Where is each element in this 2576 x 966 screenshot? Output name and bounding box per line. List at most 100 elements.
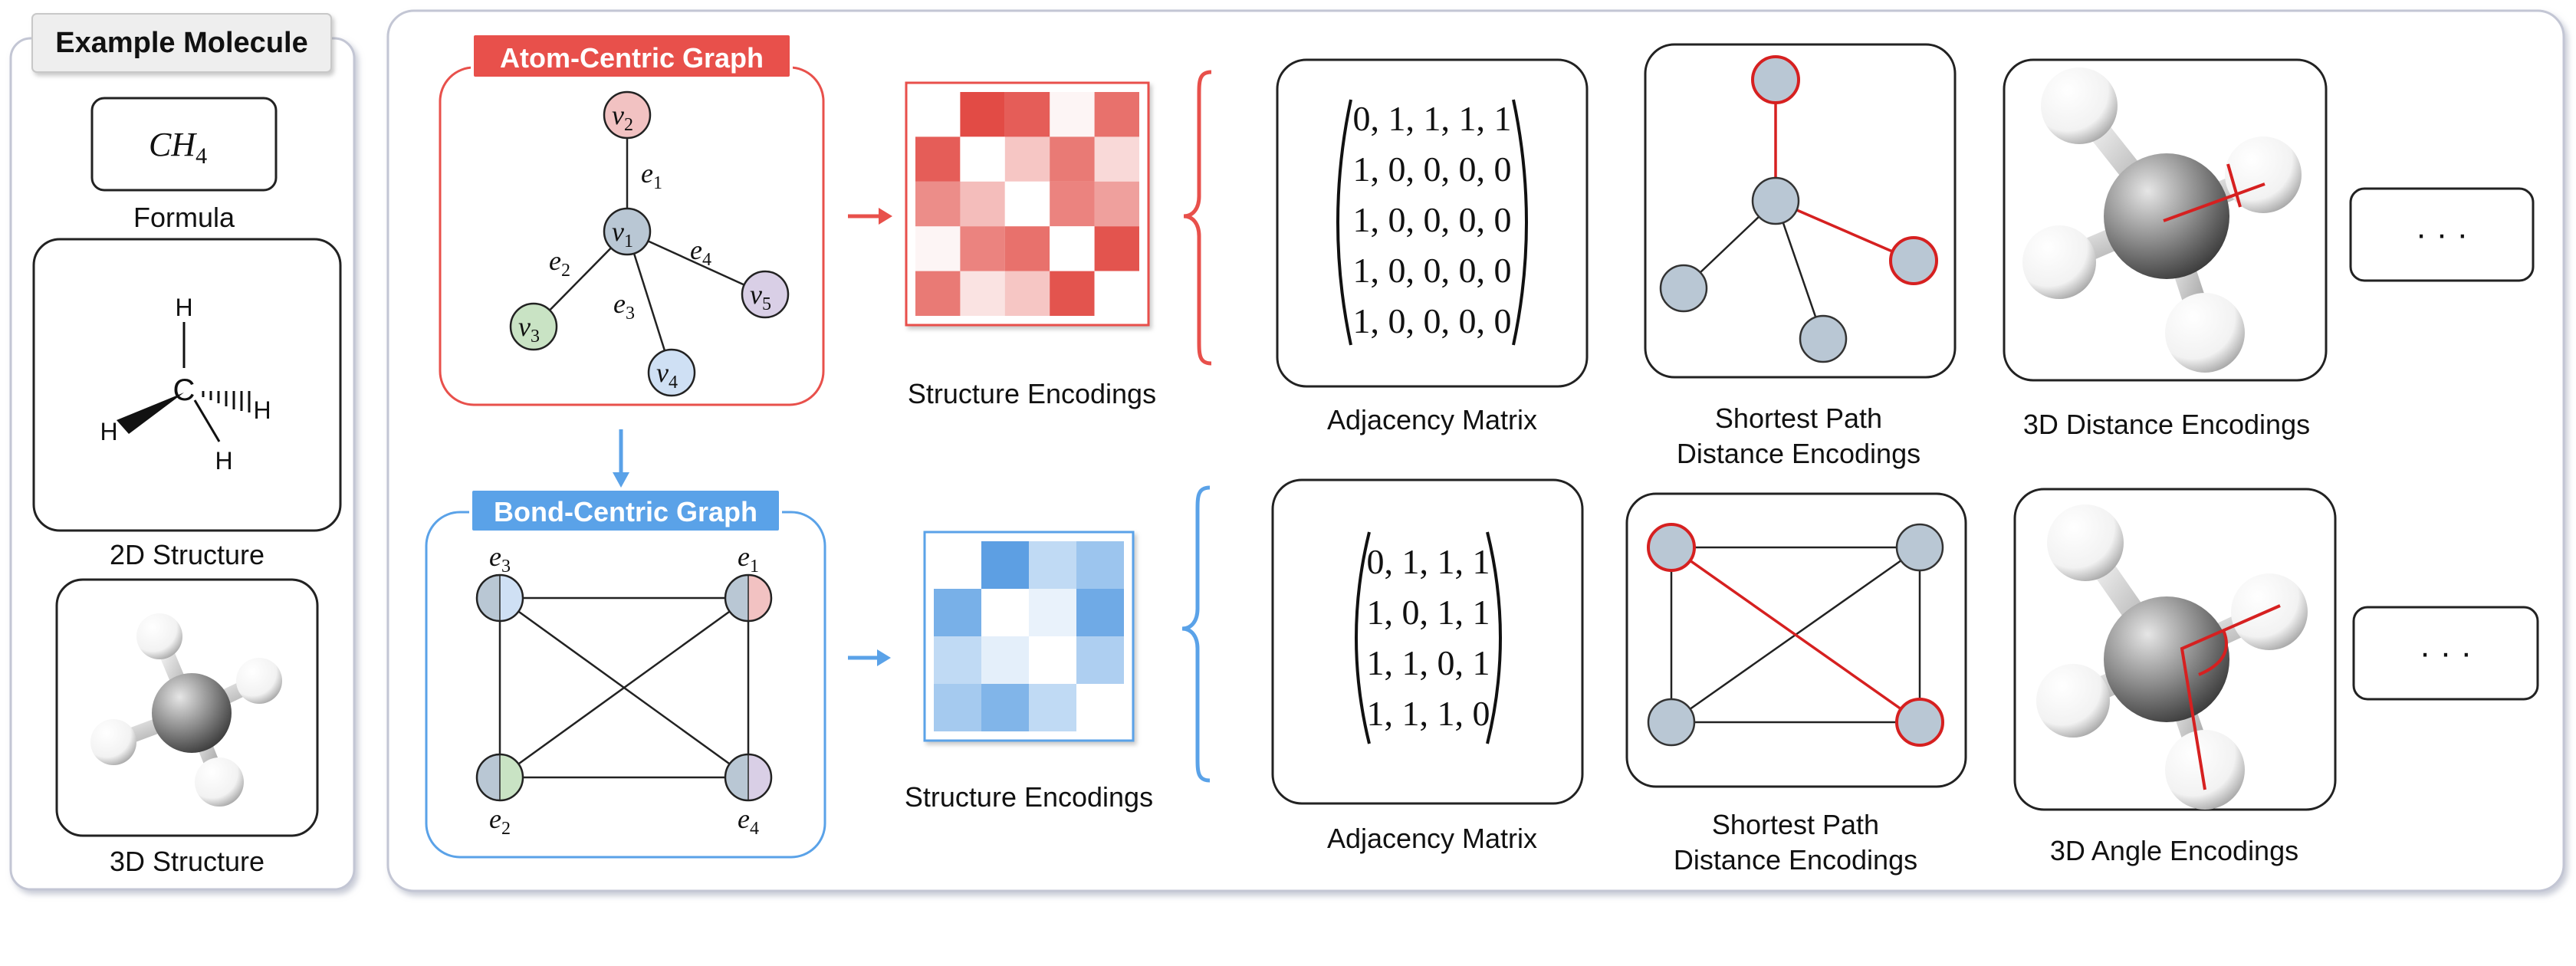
edge-e3 (626, 231, 673, 373)
bond-3d-label: 3D Angle Encodings (2050, 835, 2298, 866)
bond-heatmap-cell (1029, 636, 1076, 684)
spd-node-highlighted (1889, 236, 1938, 285)
bond-brace (1181, 485, 1211, 783)
matrix-row: 1, 0, 0, 0, 0 (1353, 200, 1512, 239)
bond-adjacency-panel: 0, 1, 1, 1 1, 0, 1, 1 1, 1, 0, 1 1, 1, 1… (1271, 478, 1584, 854)
c-ball (2104, 596, 2229, 722)
arrow-bond-to-encodings (848, 649, 891, 666)
spd-node (1799, 314, 1848, 363)
h-ball (236, 658, 282, 704)
atom-structure-encodings: Structure Encodings (905, 81, 1156, 409)
node-e3 (475, 573, 524, 623)
atom-heatmap-cell (915, 92, 961, 137)
h-ball (2047, 504, 2124, 581)
bond-heatmap-cell (934, 589, 981, 636)
edge-label-e3: e3 (613, 288, 635, 324)
edge-label-e4: e4 (690, 235, 711, 270)
atom-3d-distance-panel: 3D Distance Encodings (2003, 58, 2328, 440)
spd-node (1895, 523, 1944, 572)
atom-heatmap-cell (1094, 181, 1139, 227)
svg-text:v1: v1 (612, 216, 633, 251)
edge-e4 (626, 230, 766, 296)
bond-heatmap-cell (1076, 541, 1124, 589)
matrix-row: 1, 0, 1, 1 (1367, 593, 1490, 632)
node-v4-circle (647, 348, 696, 397)
bond-heatmap-cell (1076, 636, 1124, 684)
atom-heatmap-cell (960, 92, 1005, 137)
atom-heatmap-cell (915, 271, 961, 316)
bond-ellipsis: · · · (2420, 634, 2472, 672)
svg-text:v3: v3 (518, 311, 540, 347)
distance-line (2163, 182, 2266, 222)
spd-node (1647, 698, 1696, 747)
atom-graph-title: Atom-Centric Graph (500, 42, 764, 74)
h-ball (90, 719, 136, 765)
bond-more-panel: · · · (2352, 606, 2539, 701)
edge-label-e2: e2 (549, 245, 570, 281)
node-v4: v4 (647, 348, 696, 397)
h-atom-bottom: H (215, 447, 232, 475)
structure-3d-molecule (90, 613, 282, 807)
atom-centric-graph-panel: Atom-Centric Graph e1 e2 e3 e4 v2 v1 (439, 32, 825, 406)
h-atom-top: H (175, 294, 192, 321)
bond-graph-title: Bond-Centric Graph (494, 496, 757, 527)
bond-3d-angle-panel: 3D Angle Encodings (2013, 488, 2337, 866)
atom-adjacency-panel: 0, 1, 1, 1, 1 1, 0, 0, 0, 0 1, 0, 0, 0, … (1276, 58, 1589, 435)
bond-adjacency-label: Adjacency Matrix (1327, 823, 1537, 854)
atom-heatmap-cell (1004, 226, 1050, 271)
atom-heatmap-cell (960, 271, 1005, 316)
atom-heatmap-cell (1094, 226, 1139, 271)
bond-graph-node-labels: e3 e1 e2 e4 (489, 541, 759, 839)
bond-centric-graph-panel: Bond-Centric Graph (425, 488, 826, 859)
node-v1-circle (603, 207, 652, 256)
arrow-atom-to-encodings (848, 208, 892, 225)
atom-heatmap-cell (1050, 136, 1095, 182)
atom-adjacency-matrix: 0, 1, 1, 1, 1 1, 0, 0, 0, 0 1, 0, 0, 0, … (1353, 99, 1512, 340)
formula-label: Formula (133, 202, 235, 233)
bond-spd-panel: Shortest Path Distance Encodings (1625, 492, 1967, 876)
h-atom-right: H (253, 396, 271, 424)
atom-heatmap-cell (1050, 271, 1095, 316)
bond-spd-box (1625, 492, 1967, 788)
matrix-row: 0, 1, 1, 1, 1 (1353, 99, 1512, 138)
structure-3d-label: 3D Structure (110, 846, 264, 877)
atom-spd-label-line2: Distance Encodings (1677, 438, 1921, 469)
bond-heatmap-cell (934, 541, 981, 589)
atom-adjacency-box (1276, 58, 1589, 388)
bond-heatmap-cell (934, 636, 981, 684)
matrix-row: 1, 0, 0, 0, 0 (1353, 150, 1512, 189)
atom-more-panel: · · · (2349, 187, 2535, 282)
node-v5: v5 (741, 270, 790, 319)
matrix-row: 1, 1, 1, 0 (1367, 694, 1490, 733)
bond-heatmap-cell (981, 589, 1029, 636)
matrix-row: 0, 1, 1, 1 (1367, 542, 1490, 581)
formula-text: CH4 (149, 126, 207, 169)
matrix-row: 1, 0, 0, 0, 0 (1353, 301, 1512, 340)
bond-graph-title-badge (469, 488, 782, 534)
atom-more-box (2349, 187, 2535, 282)
atom-heatmap-cell (1050, 226, 1095, 271)
atom-graph-nodes: v2 v1 v3 v4 v5 (509, 90, 790, 397)
svg-text:v4: v4 (656, 357, 678, 393)
distance-line (2226, 163, 2242, 208)
matrix-row: 1, 0, 0, 0, 0 (1353, 251, 1512, 290)
atom-heatmap-cell (1004, 271, 1050, 316)
node-label-e2: e2 (489, 803, 511, 839)
c-atom: C (173, 373, 196, 407)
bond-heatmap-cell (981, 541, 1029, 589)
bond-heatmap-cell (1029, 684, 1076, 731)
node-label-e4: e4 (738, 803, 759, 839)
structure-2d-drawing: H C H H H (100, 294, 271, 475)
node-v1: v1 (603, 207, 652, 256)
bond-spd-label-line2: Distance Encodings (1674, 844, 1917, 876)
spd-path (1670, 546, 1921, 724)
node-v3: v3 (509, 302, 558, 351)
node-label-e3: e3 (489, 541, 511, 577)
structure-2d-box (32, 238, 342, 532)
node-label-e1: e1 (738, 541, 759, 577)
spd-node-highlighted (1647, 523, 1696, 572)
c-ball (152, 673, 232, 753)
h-ball (2165, 730, 2245, 810)
left-panel-title-badge (31, 13, 332, 73)
